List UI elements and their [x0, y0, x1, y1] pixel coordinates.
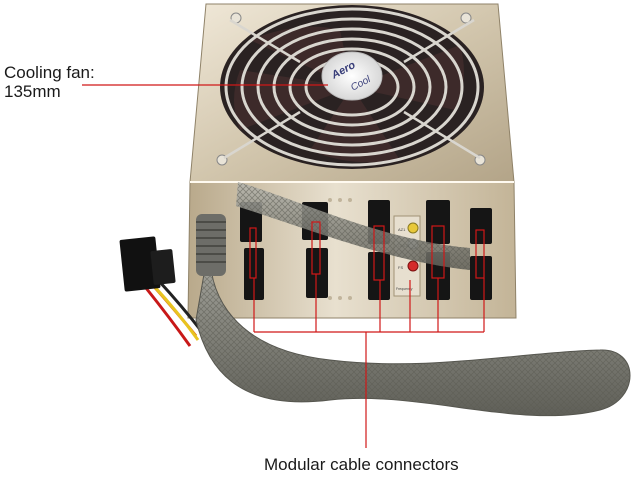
atx-main-plug	[119, 236, 204, 347]
sleeved-cable	[195, 182, 631, 417]
connectors-callout-label: Modular cable connectors	[264, 455, 459, 474]
fan-callout-title: Cooling fan:	[4, 63, 95, 82]
fan-grill	[224, 7, 480, 167]
led-red-icon	[407, 260, 419, 272]
callout-lines	[82, 84, 485, 448]
led-yellow-icon	[407, 222, 419, 234]
panel-label-frequency: Frequency	[396, 287, 413, 291]
fan-hub	[321, 51, 383, 101]
cooling-fan: Aero Cool	[220, 5, 484, 169]
cable-boot	[196, 214, 226, 276]
fan-callout-label: Cooling fan: 135mm	[4, 63, 95, 101]
panel-label-az1: AZ1	[398, 227, 406, 232]
fan-callout-size: 135mm	[4, 82, 61, 101]
panel-label-fs: FS	[398, 265, 403, 270]
connector-callout-lines	[249, 221, 485, 448]
